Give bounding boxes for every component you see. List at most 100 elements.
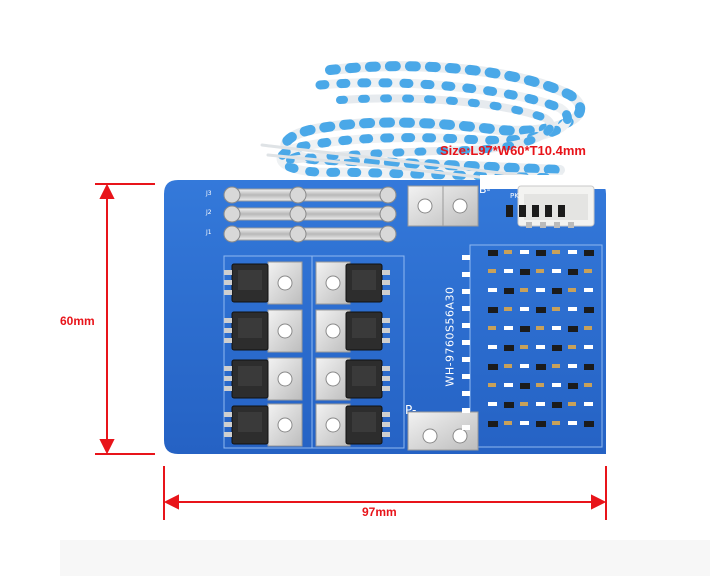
smd-resistor <box>462 425 470 430</box>
smd-diode <box>506 205 513 217</box>
smd-transistor <box>584 364 594 370</box>
balance-wire-harness <box>260 61 586 186</box>
model-silkscreen: WH-9760S56A30 <box>443 286 457 387</box>
smd-resistor <box>552 326 561 330</box>
smd-transistor <box>568 269 578 275</box>
smd-resistor <box>488 402 497 406</box>
smd-transistor <box>552 402 562 408</box>
smd-transistor <box>536 250 546 256</box>
mosfet <box>315 261 390 305</box>
smd-resistor <box>504 326 513 330</box>
smd-resistor <box>552 269 561 273</box>
mosfet <box>315 403 390 447</box>
smd-capacitor <box>552 307 560 311</box>
smd-resistor <box>584 345 593 349</box>
smd-transistor <box>488 364 498 370</box>
smd-transistor <box>584 250 594 256</box>
smd-diode <box>545 205 552 217</box>
smd-transistor <box>552 288 562 294</box>
smd-transistor <box>536 364 546 370</box>
smd-capacitor <box>520 288 528 292</box>
smd-capacitor <box>488 269 496 273</box>
smd-resistor <box>568 307 577 311</box>
b-minus-silkscreen: B- <box>479 183 491 196</box>
smd-capacitor <box>552 250 560 254</box>
smd-resistor <box>520 364 529 368</box>
smd-capacitor <box>568 402 576 406</box>
smd-component-grid <box>462 205 594 430</box>
b-minus-pads <box>407 185 479 227</box>
smd-transistor <box>488 421 498 427</box>
smd-capacitor <box>568 345 576 349</box>
smd-resistor <box>520 307 529 311</box>
smd-transistor <box>568 383 578 389</box>
mosfet-array <box>224 261 390 447</box>
p-minus-pads <box>407 411 479 451</box>
smd-capacitor <box>584 326 592 330</box>
smd-resistor <box>536 345 545 349</box>
smd-transistor <box>584 421 594 427</box>
smd-resistor <box>462 306 470 311</box>
smd-resistor <box>568 364 577 368</box>
smd-resistor <box>504 383 513 387</box>
smd-transistor <box>584 307 594 313</box>
smd-capacitor <box>536 269 544 273</box>
smd-transistor <box>536 307 546 313</box>
smd-transistor <box>568 326 578 332</box>
busbar-wires <box>223 186 397 243</box>
mosfet <box>224 403 303 447</box>
jumper-label-j3: J3 <box>206 190 212 197</box>
smd-resistor <box>584 288 593 292</box>
smd-resistor <box>462 374 470 379</box>
table-edge <box>60 540 710 576</box>
smd-transistor <box>504 345 514 351</box>
p-minus-silkscreen: P- <box>405 403 417 417</box>
smd-capacitor <box>488 326 496 330</box>
smd-capacitor <box>552 421 560 425</box>
smd-resistor <box>520 421 529 425</box>
smd-resistor <box>536 288 545 292</box>
smd-resistor <box>462 340 470 345</box>
smd-diode <box>519 205 526 217</box>
smd-resistor <box>462 323 470 328</box>
mosfet <box>315 309 390 353</box>
smd-resistor <box>536 402 545 406</box>
smd-transistor <box>504 288 514 294</box>
smd-resistor <box>462 289 470 294</box>
smd-capacitor <box>504 421 512 425</box>
smd-resistor <box>462 391 470 396</box>
smd-resistor <box>462 408 470 413</box>
smd-resistor <box>520 250 529 254</box>
smd-capacitor <box>488 383 496 387</box>
smd-transistor <box>504 402 514 408</box>
smd-resistor <box>584 402 593 406</box>
jumper-label-j2: J2 <box>206 209 212 216</box>
smd-diode <box>558 205 565 217</box>
mosfet <box>224 309 303 353</box>
smd-resistor <box>568 421 577 425</box>
smd-capacitor <box>584 383 592 387</box>
smd-resistor <box>462 272 470 277</box>
balance-connector <box>517 185 595 228</box>
smd-resistor <box>568 250 577 254</box>
mosfet <box>224 261 303 305</box>
jumper-label-j1: J1 <box>206 229 212 236</box>
width-label: 97mm <box>362 505 397 519</box>
smd-transistor <box>488 307 498 313</box>
smd-transistor <box>488 250 498 256</box>
smd-resistor <box>488 345 497 349</box>
smd-capacitor <box>568 288 576 292</box>
mosfet <box>315 357 390 401</box>
smd-resistor <box>462 255 470 260</box>
smd-transistor <box>520 383 530 389</box>
smd-resistor <box>488 288 497 292</box>
smd-diode <box>532 205 539 217</box>
smd-capacitor <box>536 326 544 330</box>
smd-transistor <box>520 269 530 275</box>
height-label: 60mm <box>60 314 95 328</box>
smd-resistor <box>504 269 513 273</box>
size-label: Size:L97*W60*T10.4mm <box>440 143 586 158</box>
width-dimension <box>163 466 607 520</box>
smd-transistor <box>520 326 530 332</box>
